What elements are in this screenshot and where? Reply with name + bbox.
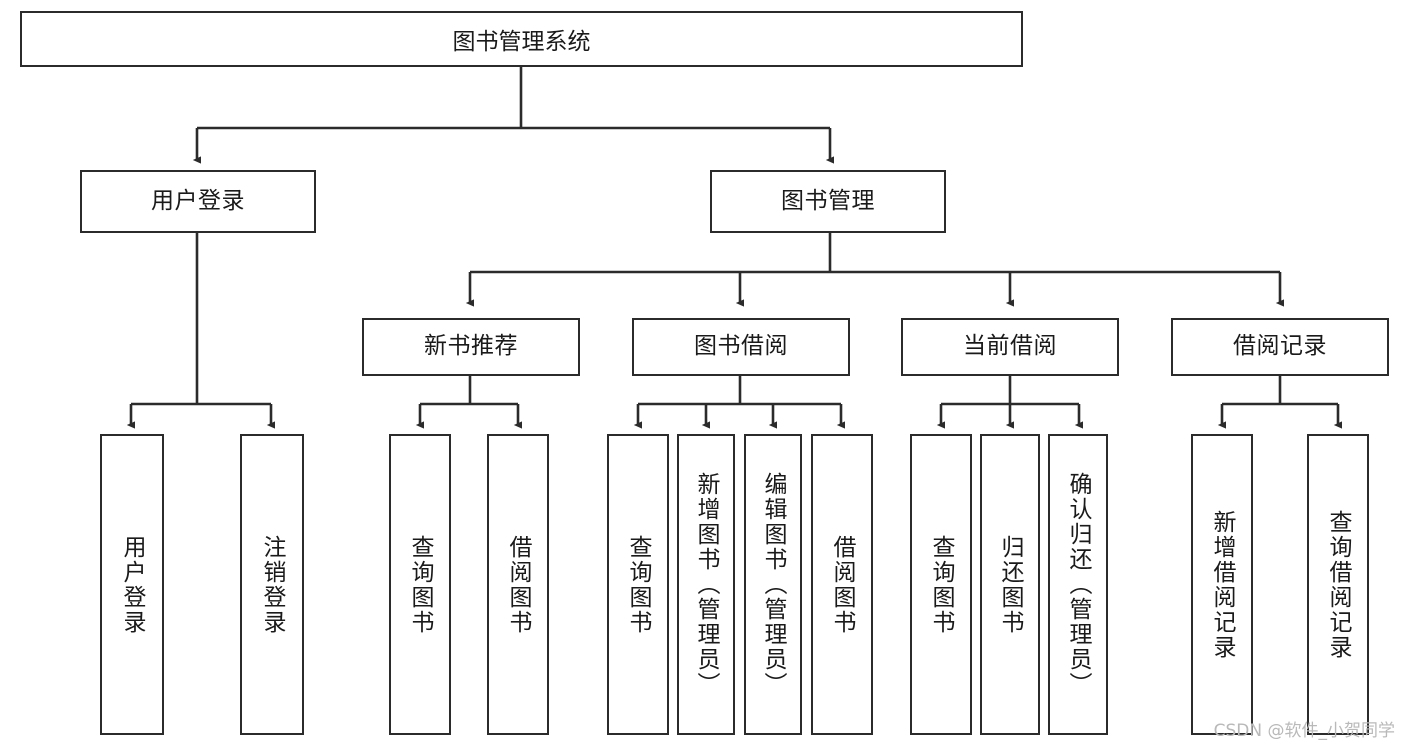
- node-root-system[interactable]: 图书管理系统: [20, 11, 1023, 67]
- leaf-query-book-borrow[interactable]: 查询图书: [607, 434, 669, 735]
- leaf-label: 注销登录: [259, 534, 286, 635]
- leaf-label: 查询图书: [928, 534, 955, 635]
- leaf-label: 查询图书: [625, 534, 652, 635]
- leaf-add-borrow-record[interactable]: 新增借阅记录: [1191, 434, 1253, 735]
- leaf-label: 借阅图书: [829, 534, 856, 635]
- leaf-query-book-recommend[interactable]: 查询图书: [389, 434, 451, 735]
- leaf-label: 确认归还（管理员）: [1065, 472, 1092, 697]
- leaf-label: 用户登录: [119, 534, 146, 635]
- leaf-label: 新增借阅记录: [1209, 509, 1236, 660]
- leaf-label: 查询借阅记录: [1325, 509, 1352, 660]
- node-user-login[interactable]: 用户登录: [80, 170, 316, 233]
- node-book-borrow[interactable]: 图书借阅: [632, 318, 850, 376]
- leaf-label: 归还图书: [997, 534, 1024, 635]
- leaf-logout[interactable]: 注销登录: [240, 434, 304, 735]
- leaf-query-borrow-record[interactable]: 查询借阅记录: [1307, 434, 1369, 735]
- leaf-user-login[interactable]: 用户登录: [100, 434, 164, 735]
- leaf-label: 借阅图书: [505, 534, 532, 635]
- leaf-return-book[interactable]: 归还图书: [980, 434, 1040, 735]
- node-borrow-record[interactable]: 借阅记录: [1171, 318, 1389, 376]
- node-new-book-recommend[interactable]: 新书推荐: [362, 318, 580, 376]
- leaf-add-book-admin[interactable]: 新增图书（管理员）: [677, 434, 735, 735]
- leaf-borrow-book[interactable]: 借阅图书: [811, 434, 873, 735]
- leaf-label: 编辑图书（管理员）: [760, 472, 787, 697]
- leaf-label: 查询图书: [407, 534, 434, 635]
- leaf-label: 新增图书（管理员）: [693, 472, 720, 697]
- leaf-confirm-return-admin[interactable]: 确认归还（管理员）: [1048, 434, 1108, 735]
- node-book-management[interactable]: 图书管理: [710, 170, 946, 233]
- leaf-edit-book-admin[interactable]: 编辑图书（管理员）: [744, 434, 802, 735]
- leaf-query-book-current[interactable]: 查询图书: [910, 434, 972, 735]
- watermark-text: CSDN @软件_小贺同学: [1213, 721, 1395, 741]
- leaf-borrow-book-recommend[interactable]: 借阅图书: [487, 434, 549, 735]
- node-current-borrow[interactable]: 当前借阅: [901, 318, 1119, 376]
